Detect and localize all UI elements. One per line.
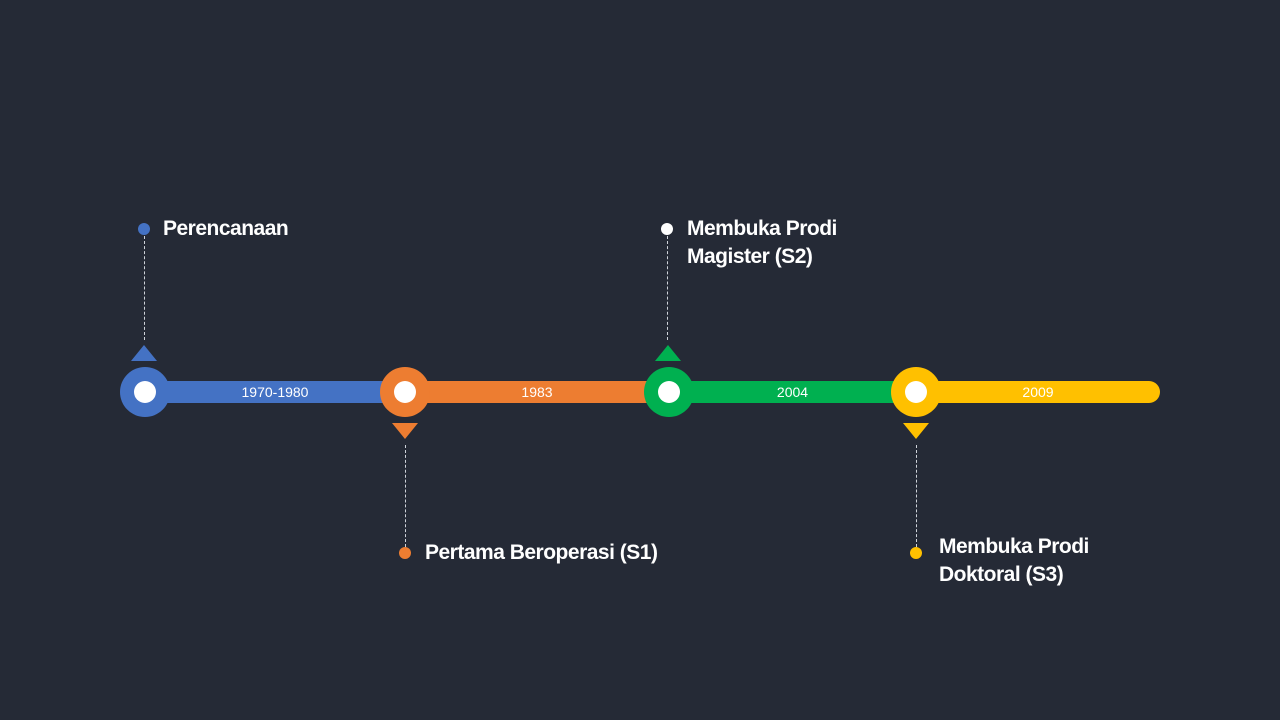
connector-line — [916, 445, 917, 547]
bullet-dot — [138, 223, 150, 235]
bullet-dot — [910, 547, 922, 559]
segment-1970-1980: 1970-1980 — [145, 381, 405, 403]
node-2 — [380, 367, 430, 417]
segment-1983: 1983 — [405, 381, 669, 403]
connector-line — [405, 445, 406, 547]
node-4 — [891, 367, 941, 417]
connector-line — [667, 236, 668, 340]
segment-2004: 2004 — [669, 381, 916, 403]
milestone-label: Perencanaan — [163, 217, 289, 240]
triangle-up-icon — [131, 345, 157, 361]
node-1 — [120, 367, 170, 417]
connector-line — [144, 236, 145, 340]
bullet-dot — [661, 223, 673, 235]
segment-2009: 2009 — [916, 381, 1160, 403]
triangle-down-icon — [392, 423, 418, 439]
node-3 — [644, 367, 694, 417]
bullet-dot — [399, 547, 411, 559]
triangle-down-icon — [903, 423, 929, 439]
triangle-up-icon — [655, 345, 681, 361]
milestone-label: Pertama Beroperasi (S1) — [425, 541, 658, 564]
